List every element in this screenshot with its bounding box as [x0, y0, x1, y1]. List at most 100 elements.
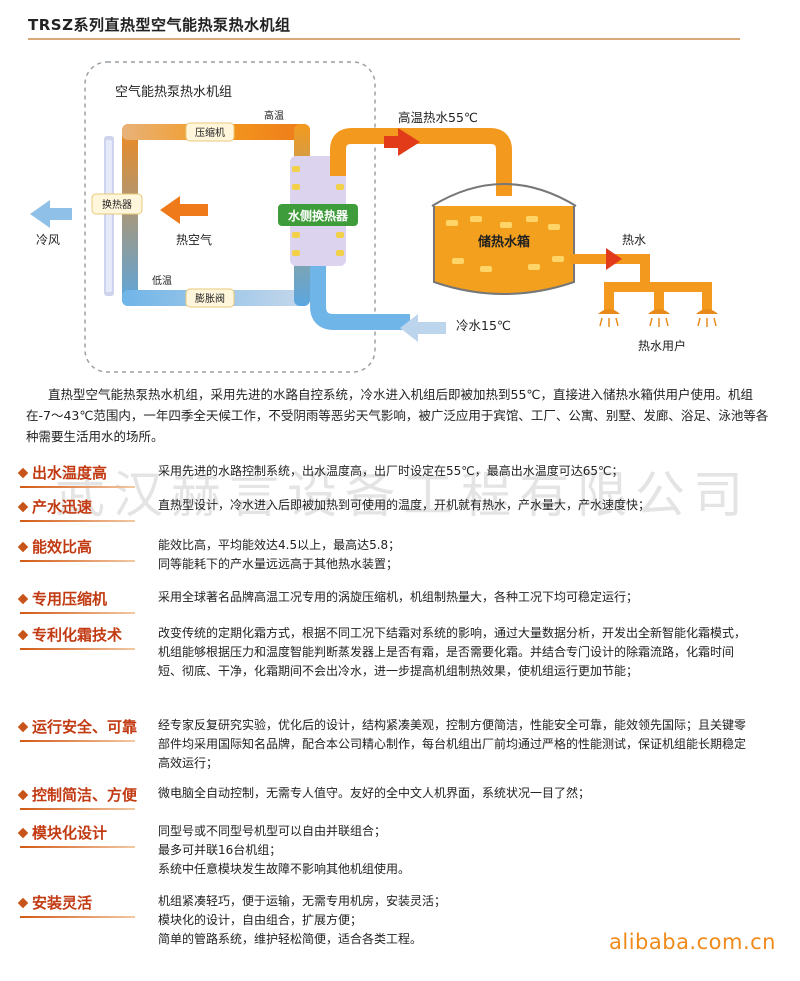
feature-description: 能效比高，平均能效达4.5以上，最高达5.8；同等能耗下的产水量远远高于其他热水… — [158, 536, 748, 574]
feature-item: 控制简洁、方便 微电脑全自动控制，无需专人值守。友好的全中文人机界面，系统状况一目… — [17, 784, 788, 844]
feature-title: 模块化设计 — [32, 824, 108, 842]
cold-water-arrow — [400, 314, 446, 342]
feature-description: 机组紧凑轻巧，便于运输，无需专用机房，安装灵活； 模块化的设计，自由组合，扩展方便… — [158, 892, 748, 949]
evaporator-box — [91, 193, 143, 215]
bullet-icon — [17, 593, 29, 604]
feature-label: 专用压缩机 — [17, 588, 148, 614]
water-hx-box — [278, 204, 358, 226]
title-divider — [28, 38, 740, 40]
tank-label: 储热水箱 — [477, 234, 530, 250]
bullet-icon — [17, 721, 29, 732]
feature-description: 采用全球著名品牌高温工况专用的涡旋压缩机，机组制热量大，各种工况下均可稳定运行； — [158, 588, 748, 607]
bullet-icon — [17, 897, 29, 908]
feature-line: 同型号或不同型号机型可以自由并联组合； — [158, 824, 387, 838]
supply-arrow — [606, 248, 622, 270]
feature-label: 能效比高 — [17, 536, 148, 562]
tank-body — [433, 206, 575, 295]
feature-description: 同型号或不同型号机型可以自由并联组合； 最多可并联16台机组； 系统中任意模块发生故… — [158, 822, 748, 879]
hot-water-label: 热水 — [622, 233, 646, 247]
feature-title: 专用压缩机 — [32, 590, 108, 608]
users-label: 热水用户 — [638, 338, 686, 353]
low-temp-label: 低温 — [152, 274, 172, 287]
feature-label: 专利化霜技术 — [17, 624, 148, 650]
hot-water-pipe — [330, 128, 512, 196]
unit-boundary — [84, 61, 376, 373]
feature-label: 出水温度高 — [17, 462, 148, 488]
feature-line: 采用先进的水路控制系统，出水温度高，出厂时设定在55℃，最高出水温度可达65℃； — [158, 464, 624, 478]
feature-description: 微电脑全自动控制，无需专人值守。友好的全中文人机界面，系统状况一目了然； — [158, 784, 748, 803]
feature-label: 模块化设计 — [17, 822, 148, 848]
feature-underline — [20, 560, 135, 562]
feature-description: 改变传统的定期化霜方式，根据不同工况下结霜对系统的影响，通过大量数据分析，开发出… — [158, 624, 748, 681]
feature-line: 微电脑全自动控制，无需专人值守。友好的全中文人机界面，系统状况一目了然； — [158, 786, 591, 800]
feature-item: 专用压缩机 采用全球著名品牌高温工况专用的涡旋压缩机，机组制热量大，各种工况下均可… — [17, 588, 788, 648]
intro-paragraph: 直热型空气能热泵热水机组，采用先进的水路自控系统，冷水进入机组后即被加热到55℃… — [26, 387, 769, 444]
feature-underline — [20, 740, 135, 742]
feature-line: 最多可并联16台机组； — [158, 843, 282, 857]
feature-item: 能效比高 能效比高，平均能效达4.5以上，最高达5.8；同等能耗下的产水量远远高于… — [17, 536, 788, 596]
feature-underline — [20, 808, 135, 810]
unit-label: 空气能热泵热水机组 — [115, 84, 232, 100]
water-hx-label: 水侧换热器 — [288, 208, 349, 223]
bullet-icon — [17, 789, 29, 800]
page-title: TRSZ系列直热型空气能热泵热水机组 — [28, 16, 291, 34]
feature-item: 安装灵活 机组紧凑轻巧，便于运输，无需专用机房，安装灵活； 模块化的设计，自由组合，… — [17, 892, 788, 952]
feature-label: 安装灵活 — [17, 892, 148, 918]
feature-item: 模块化设计 同型号或不同型号机型可以自由并联组合； 最多可并联16台机组； 系统中任意… — [17, 822, 788, 882]
cold-wind-arrow — [30, 200, 72, 228]
cold-wind-label: 冷风 — [36, 233, 60, 247]
feature-underline — [20, 846, 135, 848]
feature-item: 产水迅速 直热型设计，冷水进入后即被加热到可使用的温度，开机就有热水，产水量大，产… — [17, 496, 788, 556]
water-drops — [599, 317, 717, 327]
high-temp-label: 高温 — [264, 109, 284, 122]
feature-line: 经专家反复研究实验，优化后的设计，结构紧凑美观，控制方便简洁，性能安全可靠，能效… — [158, 718, 747, 770]
feature-underline — [20, 520, 135, 522]
feature-label: 运行安全、可靠 — [17, 716, 148, 742]
feature-description: 经专家反复研究实验，优化后的设计，结构紧凑美观，控制方便简洁，性能安全可靠，能效… — [158, 716, 748, 773]
hot-water-arrow — [384, 128, 420, 156]
feature-title: 产水迅速 — [32, 498, 93, 516]
evaporator-label: 换热器 — [102, 198, 132, 211]
feature-label: 产水迅速 — [17, 496, 148, 522]
expansion-valve-box — [185, 288, 235, 308]
bullet-icon — [17, 541, 29, 552]
feature-label: 控制简洁、方便 — [17, 784, 148, 810]
feature-title: 控制简洁、方便 — [32, 786, 138, 804]
watermark: 武汉赫言设备工程有限公司 — [55, 466, 751, 524]
shower-heads — [598, 309, 718, 314]
feature-underline — [20, 916, 135, 918]
cold-water-in-label: 冷水15℃ — [456, 318, 511, 333]
bullet-icon — [17, 827, 29, 838]
bullet-icon — [17, 629, 29, 640]
hot-air-label: 热空气 — [176, 232, 212, 247]
feature-line: 简单的管路系统，维护轻松简便，适合各类工程。 — [158, 932, 423, 946]
compressor-label: 压缩机 — [195, 126, 225, 139]
feature-item: 专利化霜技术 改变传统的定期化霜方式，根据不同工况下结霜对系统的影响，通过大量数据… — [17, 624, 788, 684]
feature-item: 出水温度高采用先进的水路控制系统，出水温度高，出厂时设定在55℃，最高出水温度可… — [17, 462, 788, 522]
bullet-icon — [17, 501, 29, 512]
feature-title: 专利化霜技术 — [32, 626, 123, 644]
feature-item: 运行安全、可靠 经专家反复研究实验，优化后的设计，结构紧凑美观，控制方便简洁，性能… — [17, 716, 788, 776]
feature-line: 改变传统的定期化霜方式，根据不同工况下结霜对系统的影响，通过大量数据分析，开发出… — [158, 626, 747, 678]
compressor-box — [185, 122, 235, 142]
feature-underline — [20, 648, 135, 650]
expansion-valve-label: 膨胀阀 — [195, 292, 225, 305]
tank-lid — [431, 183, 577, 207]
feature-description: 直热型设计，冷水进入后即被加热到可使用的温度，开机就有热水，产水量大，产水速度快… — [158, 496, 748, 515]
feature-title: 能效比高 — [32, 538, 93, 556]
pipe-left — [122, 124, 138, 306]
feature-line: 系统中任意模块发生故障不影响其他机组使用。 — [158, 862, 411, 876]
feature-title: 运行安全、可靠 — [32, 718, 138, 736]
hot-water-out-label: 高温热水55℃ — [398, 110, 478, 125]
footer-brand: alibaba.com.cn — [609, 930, 776, 954]
tank-bubbles — [446, 216, 564, 272]
feature-underline — [20, 612, 135, 614]
feature-line: 模块化的设计，自由组合，扩展方便； — [158, 913, 363, 927]
feature-line: 机组紧凑轻巧，便于运输，无需专用机房，安装灵活； — [158, 894, 447, 908]
heat-pump-diagram: 空气能热泵热水机组 换热器 压缩机 高温 膨胀阀 低温 热空气 冷风 水侧换热器… — [30, 61, 718, 373]
feature-line: 同等能耗下的产水量远远高于其他热水装置； — [158, 557, 399, 571]
cold-water-pipe — [310, 266, 410, 330]
feature-title: 安装灵活 — [32, 894, 93, 912]
feature-description: 采用先进的水路控制系统，出水温度高，出厂时设定在55℃，最高出水温度可达65℃； — [158, 462, 748, 481]
feature-line: 直热型设计，冷水进入后即被加热到可使用的温度，开机就有热水，产水量大，产水速度快… — [158, 498, 651, 512]
